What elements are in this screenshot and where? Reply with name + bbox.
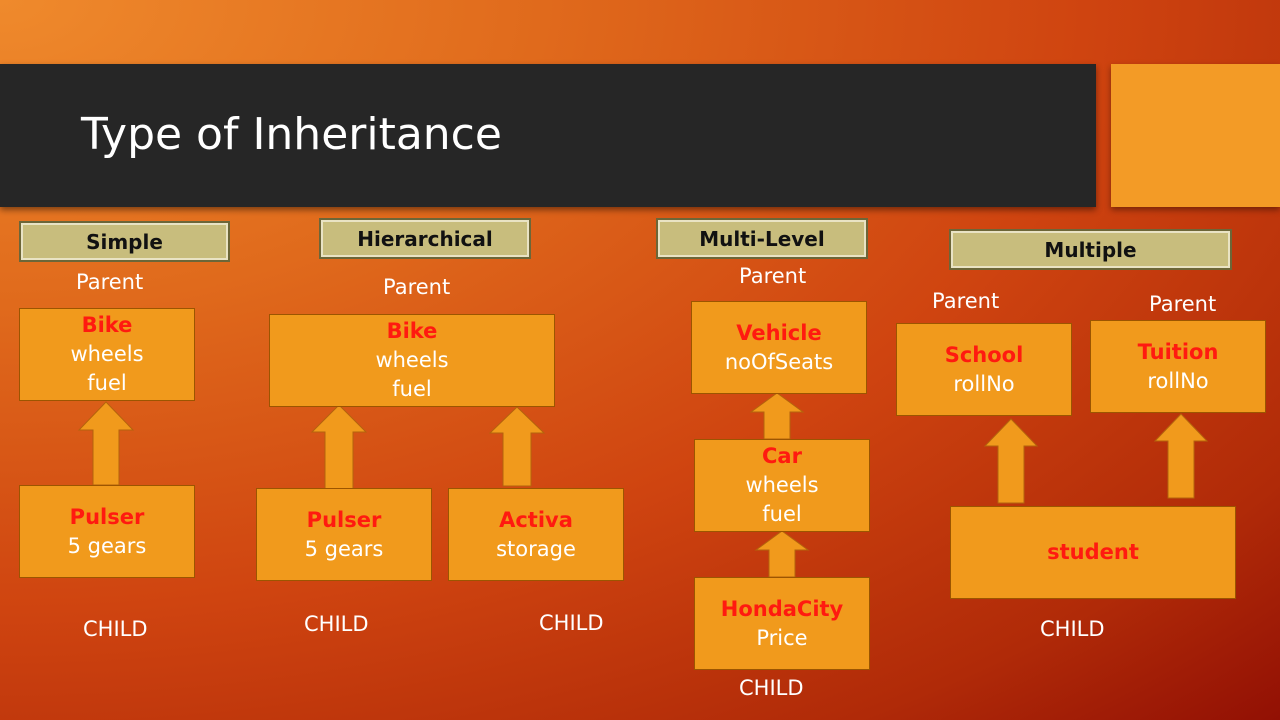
title-bar <box>0 64 1096 207</box>
label-multiple: Multiple <box>949 229 1232 270</box>
arrow-mult-1 <box>983 418 1039 504</box>
class-box-mult-parent-1: School rollNo <box>896 323 1072 416</box>
class-name: Vehicle <box>736 320 822 345</box>
arrow-simple <box>77 401 135 486</box>
class-attribute: 5 gears <box>67 533 147 558</box>
arrow-hier-1 <box>310 404 368 490</box>
class-attribute: wheels <box>70 342 144 366</box>
class-name: Pulser <box>306 507 382 532</box>
slide-title: Type of Inheritance <box>81 109 502 160</box>
class-attribute: Price <box>756 625 808 650</box>
class-attribute: rollNo <box>953 371 1015 396</box>
parent-label-multiple-1: Parent <box>932 289 1000 313</box>
parent-label-simple: Parent <box>76 270 144 294</box>
class-attribute: storage <box>496 536 576 561</box>
class-attribute: 5 gears <box>304 536 384 561</box>
class-attribute: fuel <box>762 502 802 526</box>
label-hierarchical: Hierarchical <box>319 218 531 259</box>
class-attribute: wheels <box>375 348 449 372</box>
arrow-ml-2 <box>754 530 810 578</box>
class-name: Tuition <box>1137 339 1219 364</box>
arrow-ml-1 <box>749 392 805 440</box>
class-box-ml-level3: HondaCity Price <box>694 577 870 670</box>
parent-label-multilevel: Parent <box>739 264 807 288</box>
class-attribute: noOfSeats <box>724 349 834 374</box>
arrow-hier-2 <box>488 406 546 487</box>
class-name: Pulser <box>69 504 145 529</box>
class-box-ml-level1: Vehicle noOfSeats <box>691 301 867 394</box>
label-multilevel: Multi-Level <box>656 218 868 259</box>
class-box-hier-child-1: Pulser 5 gears <box>256 488 432 581</box>
class-box-mult-parent-2: Tuition rollNo <box>1090 320 1266 413</box>
class-name: student <box>1047 540 1139 564</box>
child-label-multilevel: CHILD <box>739 676 804 700</box>
class-attribute: fuel <box>392 377 432 401</box>
class-attribute: wheels <box>745 473 819 497</box>
class-box-mult-child: student <box>950 506 1236 599</box>
class-box-ml-level2: Car wheels fuel <box>694 439 870 532</box>
child-label-hier-2: CHILD <box>539 611 604 635</box>
child-label-multiple: CHILD <box>1040 617 1105 641</box>
label-simple: Simple <box>19 221 230 262</box>
class-name: Activa <box>499 507 573 532</box>
class-name: Car <box>762 444 802 468</box>
parent-label-multiple-2: Parent <box>1149 292 1217 316</box>
class-box-hier-parent: Bike wheels fuel <box>269 314 555 407</box>
parent-label-hierarchical: Parent <box>383 275 451 299</box>
child-label-hier-1: CHILD <box>304 612 369 636</box>
class-name: School <box>944 342 1024 367</box>
class-name: HondaCity <box>720 596 844 621</box>
class-box-hier-child-2: Activa storage <box>448 488 624 581</box>
class-box-simple-child: Pulser 5 gears <box>19 485 195 578</box>
arrow-mult-2 <box>1153 413 1209 499</box>
class-name: Bike <box>81 313 133 337</box>
class-attribute: rollNo <box>1147 368 1209 393</box>
accent-box <box>1111 64 1280 207</box>
class-name: Bike <box>386 319 438 343</box>
class-box-simple-parent: Bike wheels fuel <box>19 308 195 401</box>
child-label-simple: CHILD <box>83 617 148 641</box>
class-attribute: fuel <box>87 371 127 395</box>
